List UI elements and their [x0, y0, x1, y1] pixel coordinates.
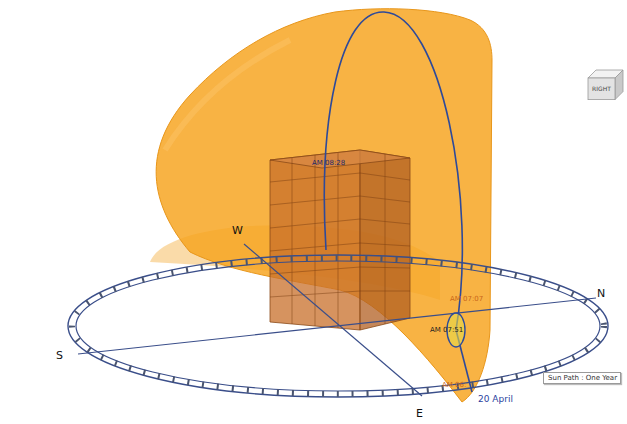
compass-letter: S [56, 350, 63, 362]
view-cube-label: RIGHT [592, 86, 623, 93]
time-label: AM 08:28 [312, 160, 345, 168]
compass-letter: E [416, 408, 423, 420]
south-north-axis [78, 298, 596, 354]
time-label: AM 07:07 [450, 296, 483, 304]
date-label: 20 April [478, 395, 513, 405]
sun-surface [156, 9, 492, 402]
building [270, 150, 410, 330]
compass-letter: N [597, 288, 605, 300]
time-label: AM 07:51 [430, 327, 463, 335]
sun-path-arc [324, 12, 462, 330]
surface-highlight [165, 40, 290, 150]
view-cube: RIGHT [588, 70, 623, 100]
horizon-ring [68, 255, 608, 397]
time-label: AM 06: [442, 382, 466, 390]
compass-letter: W [232, 225, 243, 237]
tooltip-box: Sun Path : One Year [543, 372, 621, 384]
tooltip-text: Sun Path : One Year [548, 375, 616, 383]
west-east-axis [244, 244, 422, 396]
